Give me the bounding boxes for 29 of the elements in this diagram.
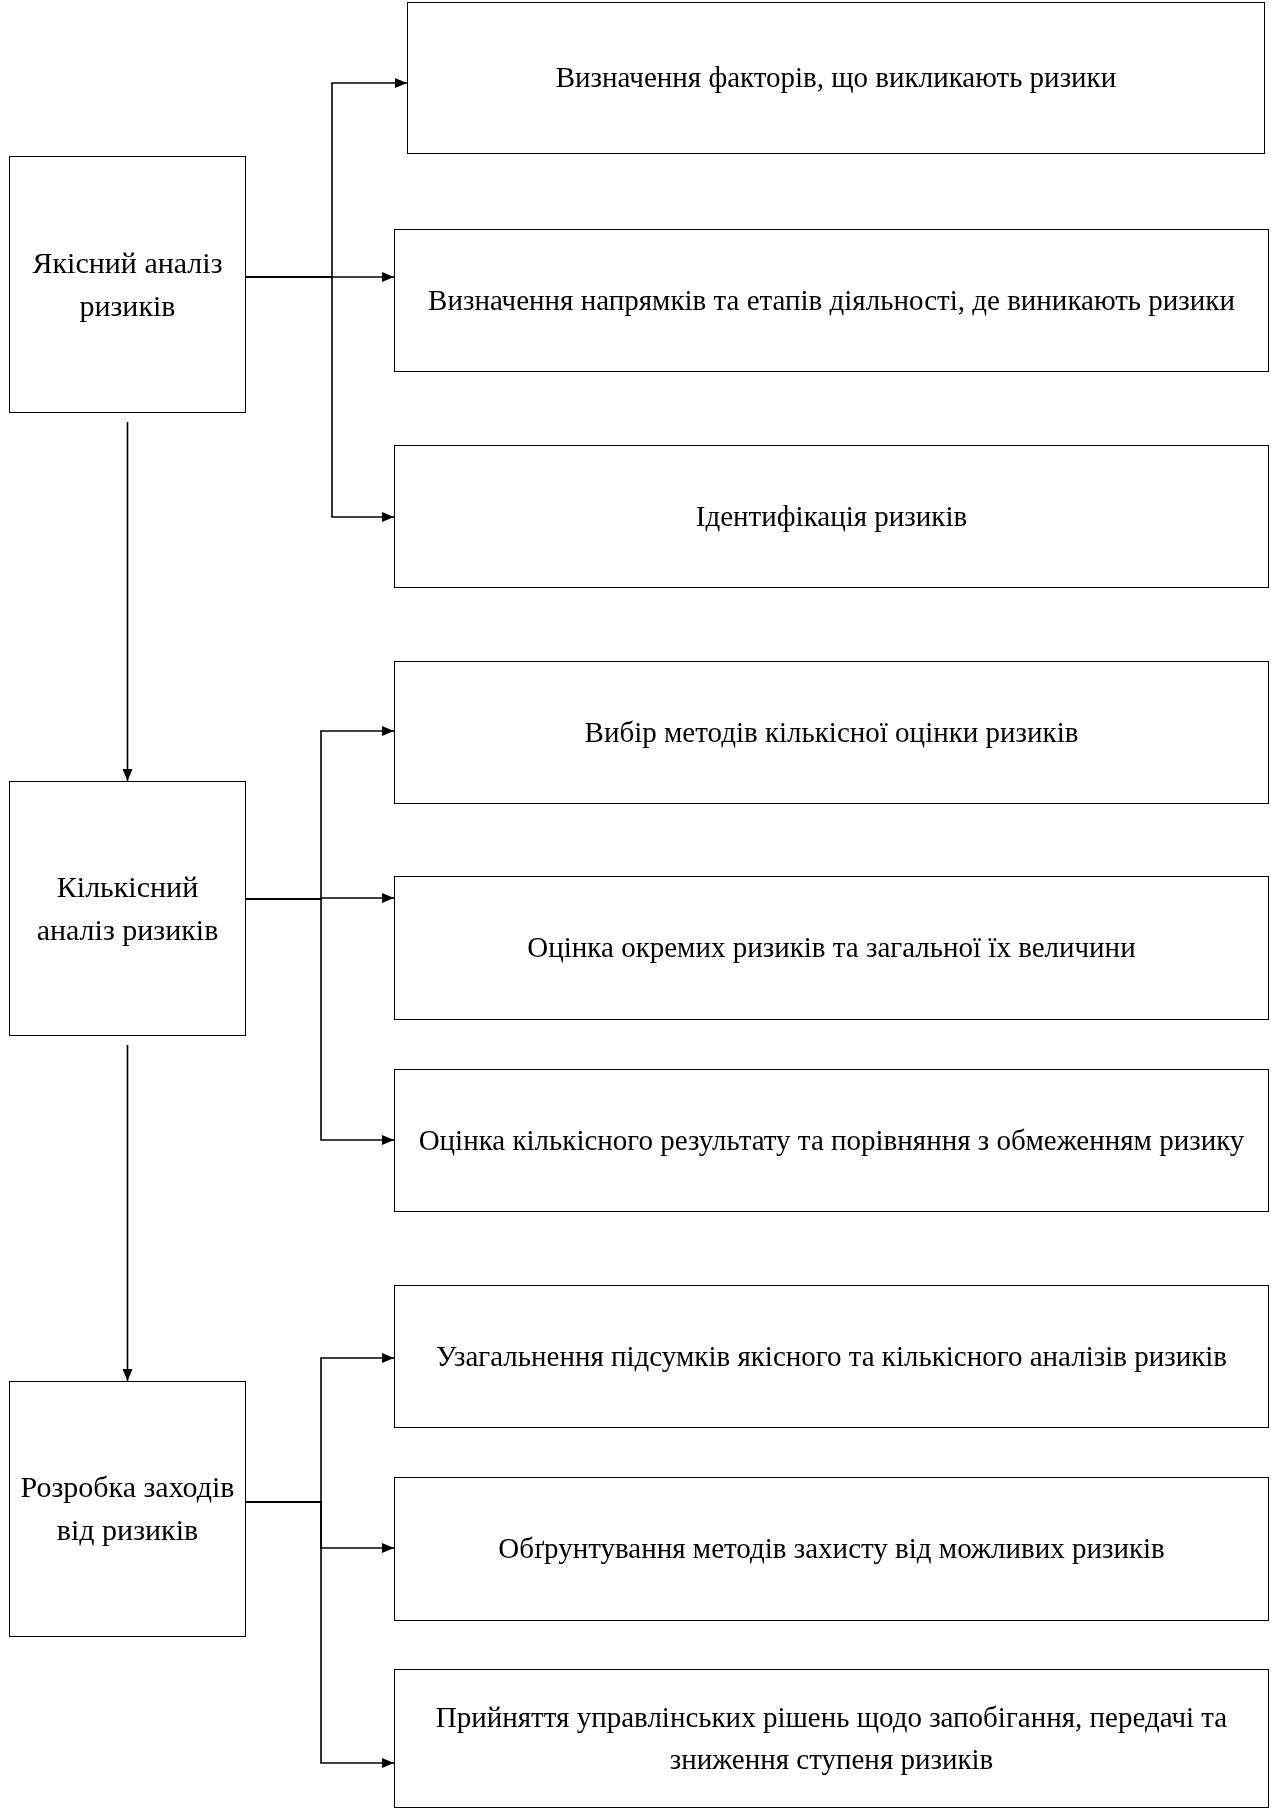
process-box bbox=[394, 661, 1269, 804]
process-box bbox=[394, 876, 1269, 1020]
process-box bbox=[9, 1381, 246, 1637]
process-box bbox=[394, 445, 1269, 588]
arrow bbox=[245, 898, 395, 1145]
box-label: Розробка заходів від ризиків bbox=[19, 1469, 236, 1548]
box-label: Визначення напрямків та етапів діяльності, де виникають ризики bbox=[428, 282, 1235, 318]
box-label: Кількісний аналіз ризиків bbox=[35, 868, 220, 948]
box-label: Визначення факторів, що викликають ризики bbox=[555, 60, 1117, 96]
box-label: Оцінка окремих ризиків та загальної їх величини bbox=[527, 930, 1136, 966]
process-box bbox=[394, 229, 1269, 372]
process-box bbox=[9, 156, 246, 413]
process-box bbox=[394, 1069, 1269, 1212]
box-label: Вибір методів кількісної оцінки ризиків bbox=[584, 714, 1079, 750]
box-label: Якісний аналіз ризиків bbox=[31, 244, 224, 324]
process-box bbox=[9, 781, 246, 1036]
arrow bbox=[245, 1501, 395, 1768]
box-label: Узагальнення підсумків якісного та кількісного аналізів ризиків bbox=[436, 1338, 1227, 1374]
box-label: Прийняття управлінських рішень щодо запобігання, передачі та зниження ступеня ризиків bbox=[434, 1700, 1229, 1777]
process-box bbox=[394, 1477, 1269, 1621]
box-label: Ідентифікація ризиків bbox=[695, 498, 968, 534]
arrow bbox=[245, 276, 395, 522]
process-box bbox=[394, 1669, 1269, 1808]
arrow bbox=[122, 1044, 133, 1382]
process-box bbox=[407, 2, 1265, 154]
box-label: Оцінка кількісного результату та порівняння з обмеженням ризику bbox=[418, 1122, 1245, 1158]
arrow bbox=[122, 421, 133, 782]
process-box bbox=[394, 1285, 1269, 1428]
box-label: Обґрунтування методів захисту від можливих ризиків bbox=[498, 1531, 1165, 1567]
